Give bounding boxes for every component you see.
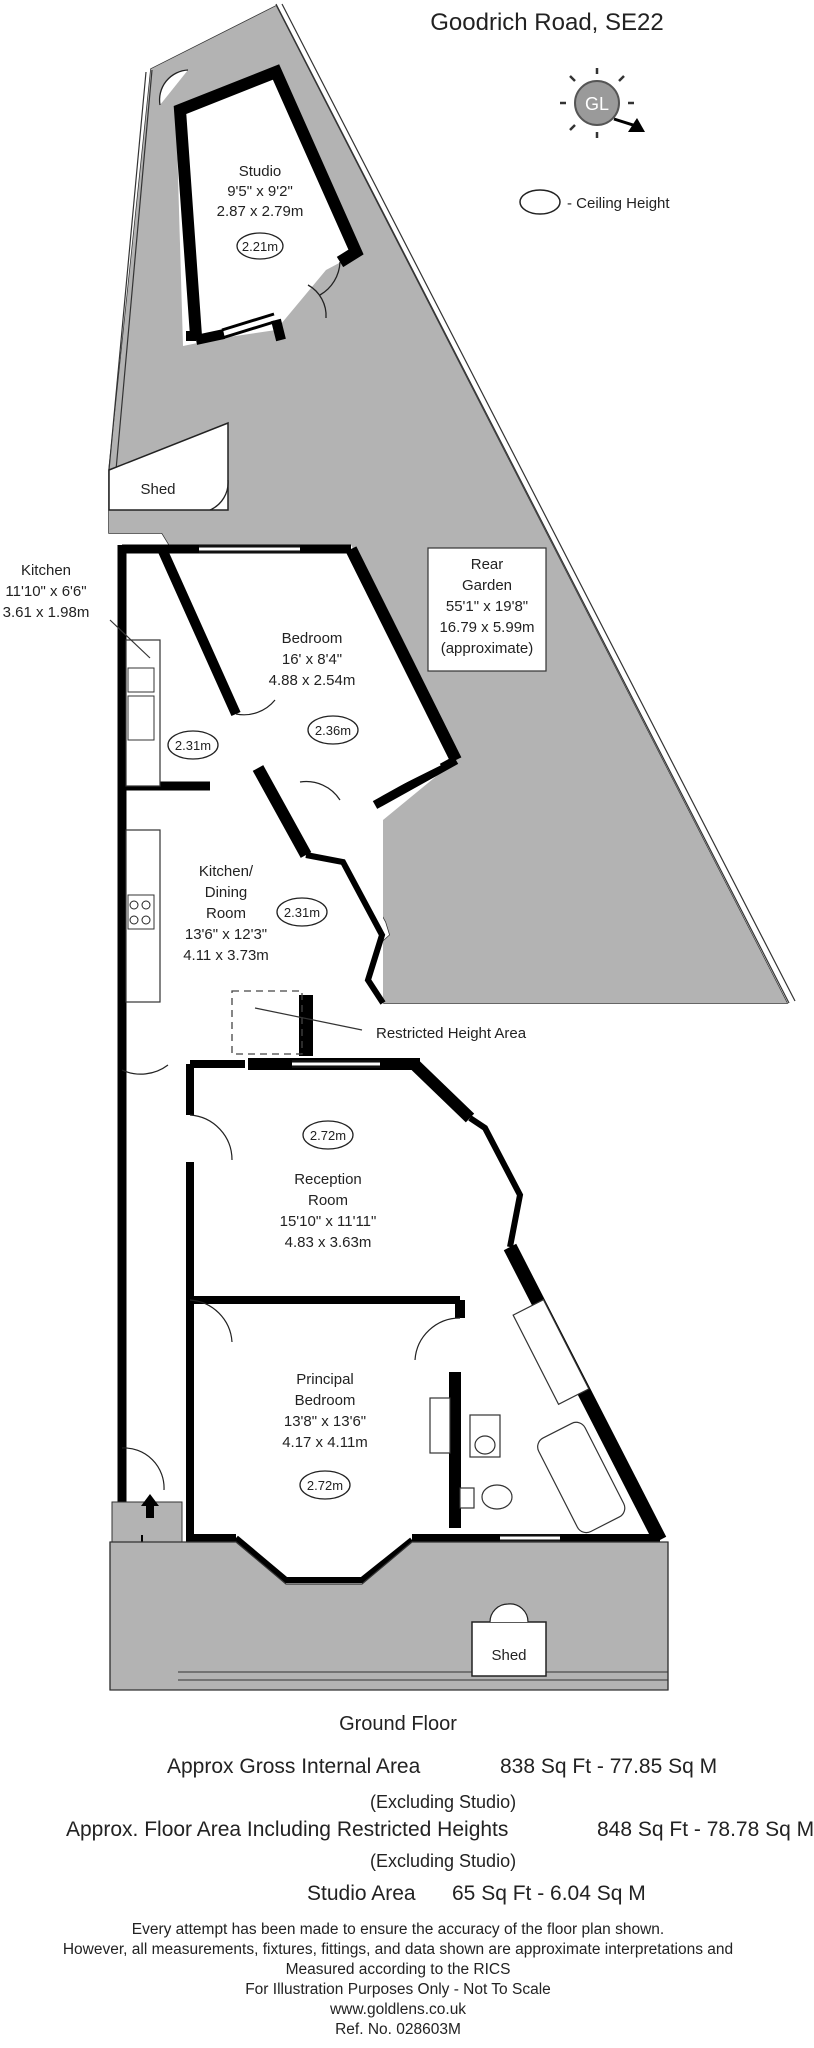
kd-name-3: Room bbox=[206, 905, 246, 922]
reception-imperial: 15'10" x 11'11" bbox=[280, 1213, 377, 1230]
gross-area-value: 838 Sq Ft - 77.85 Sq M bbox=[500, 1755, 718, 1778]
kitchen-pointer bbox=[109, 619, 151, 659]
principal-ceiling: 2.72m bbox=[307, 1478, 343, 1493]
garden-imperial: 55'1" x 19'8" bbox=[446, 598, 528, 615]
principal-imperial: 13'8" x 13'6" bbox=[284, 1413, 366, 1430]
kitchen-metric: 3.61 x 1.98m bbox=[3, 604, 90, 621]
studio-name: Studio bbox=[239, 163, 282, 180]
principal-label: Principal Bedroom 13'8" x 13'6" 4.17 x 4… bbox=[282, 1371, 368, 1500]
compass-logo: GL bbox=[560, 68, 645, 138]
kitchen-imperial: 11'10" x 6'6" bbox=[5, 583, 86, 600]
disclaimer: Every attempt has been made to ensure th… bbox=[0, 1920, 796, 2040]
logo-text: GL bbox=[585, 94, 609, 114]
principal-metric: 4.17 x 4.11m bbox=[282, 1434, 368, 1451]
kitchen-label: Kitchen 11'10" x 6'6" 3.61 x 1.98m 2.31m bbox=[3, 562, 219, 760]
shed-bottom-label: Shed bbox=[491, 1647, 526, 1664]
floor-plan: Goodrich Road, SE22 GL - Ceiling Height bbox=[3, 3, 796, 1691]
garden-note: (approximate) bbox=[441, 640, 534, 657]
kd-ceiling: 2.31m bbox=[284, 905, 320, 920]
kd-name-2: Dining bbox=[205, 884, 248, 901]
gross-area-label: Approx Gross Internal Area bbox=[167, 1755, 421, 1778]
reception-ceiling: 2.72m bbox=[310, 1128, 346, 1143]
bathroom-fixtures bbox=[429, 1298, 626, 1534]
disclaimer-line: However, all measurements, fixtures, fit… bbox=[62, 1941, 734, 1958]
floor-label: Ground Floor bbox=[339, 1713, 457, 1735]
website-link[interactable]: www.goldlens.co.uk bbox=[329, 2001, 467, 2018]
studio-area-value: 65 Sq Ft - 6.04 Sq M bbox=[452, 1882, 646, 1905]
bedroom-ceiling: 2.36m bbox=[315, 723, 351, 738]
disclaimer-line: Measured according to the RICS bbox=[285, 1961, 511, 1978]
rear-garden-label: Rear Garden 55'1" x 19'8" 16.79 x 5.99m … bbox=[427, 547, 547, 672]
kitchen-dining-label: Kitchen/ Dining Room 13'6" x 12'3" 4.11 … bbox=[183, 863, 328, 964]
studio-imperial: 9'5" x 9'2" bbox=[227, 183, 293, 200]
reception-label: 2.72m Reception Room 15'10" x 11'11" 4.8… bbox=[280, 1120, 377, 1251]
bedroom-name: Bedroom bbox=[282, 630, 343, 647]
garden-name-2: Garden bbox=[462, 577, 512, 594]
kitchen-ceiling: 2.31m bbox=[175, 738, 211, 753]
restricted-area-label: Approx. Floor Area Including Restricted … bbox=[66, 1818, 509, 1841]
bedroom-label: Bedroom 16' x 8'4" 4.88 x 2.54m 2.36m bbox=[269, 630, 359, 745]
shed-top: Shed bbox=[108, 421, 229, 511]
excluding-studio-2: (Excluding Studio) bbox=[370, 1851, 517, 1871]
restricted-label: Restricted Height Area bbox=[376, 1025, 527, 1042]
garden-metric: 16.79 x 5.99m bbox=[439, 619, 534, 636]
reception-name-1: Reception bbox=[294, 1171, 362, 1188]
shed-top-label: Shed bbox=[140, 481, 175, 498]
bedroom-imperial: 16' x 8'4" bbox=[282, 651, 342, 668]
door-swings bbox=[121, 699, 461, 1491]
kd-metric: 4.11 x 3.73m bbox=[183, 947, 269, 964]
studio-room: Studio 9'5" x 9'2" 2.87 x 2.79m 2.21m bbox=[158, 64, 364, 346]
walls bbox=[117, 544, 667, 1583]
disclaimer-line: For Illustration Purposes Only - Not To … bbox=[245, 1981, 551, 1998]
studio-metric: 2.87 x 2.79m bbox=[217, 203, 304, 220]
studio-ceiling: 2.21m bbox=[242, 239, 278, 254]
bedroom-metric: 4.88 x 2.54m bbox=[269, 672, 356, 689]
kitchen-units bbox=[125, 639, 161, 1003]
page-title: Goodrich Road, SE22 bbox=[430, 9, 663, 36]
ellipse-icon bbox=[519, 189, 561, 215]
direction-arrow-icon bbox=[628, 118, 645, 132]
shed-bottom: Shed bbox=[471, 1603, 547, 1677]
ceiling-height-legend: - Ceiling Height bbox=[519, 189, 670, 215]
kd-imperial: 13'6" x 12'3" bbox=[185, 926, 267, 943]
excluding-studio-1: (Excluding Studio) bbox=[370, 1792, 517, 1812]
entrance-arrow-icon bbox=[111, 1494, 183, 1548]
kitchen-name: Kitchen bbox=[21, 562, 71, 579]
front-garden bbox=[109, 1541, 669, 1691]
reception-name-2: Room bbox=[308, 1192, 348, 1209]
restricted-area-value: 848 Sq Ft - 78.78 Sq M bbox=[597, 1818, 814, 1841]
studio-area-label: Studio Area bbox=[307, 1882, 416, 1905]
reference-number: Ref. No. 028603M bbox=[335, 2021, 461, 2038]
principal-name-2: Bedroom bbox=[295, 1392, 356, 1409]
garden-name-1: Rear bbox=[471, 556, 504, 573]
kd-name-1: Kitchen/ bbox=[199, 863, 254, 880]
reception-metric: 4.83 x 3.63m bbox=[285, 1234, 372, 1251]
principal-name-1: Principal bbox=[296, 1371, 354, 1388]
restricted-height-box bbox=[231, 990, 303, 1055]
legend-label: - Ceiling Height bbox=[567, 195, 670, 212]
disclaimer-line: Every attempt has been made to ensure th… bbox=[131, 1921, 665, 1938]
